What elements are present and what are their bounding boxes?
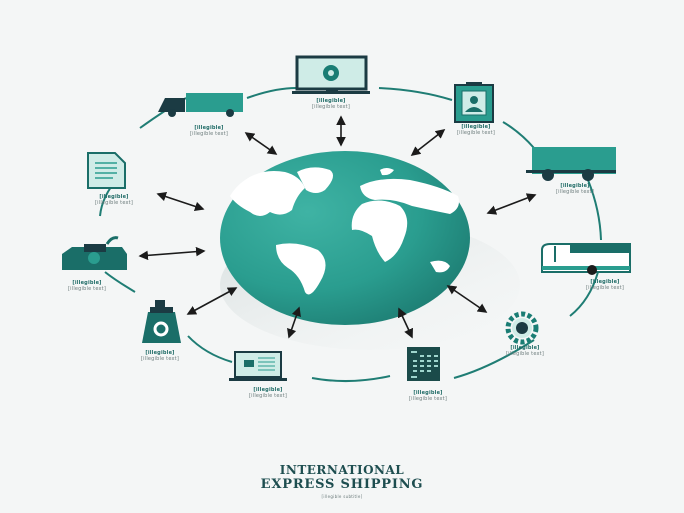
- caption-title: [illegible]: [145, 350, 175, 356]
- delivery-truck-icon: [158, 93, 243, 117]
- caption-calculator: [illegible] [illegible text]: [390, 390, 466, 402]
- subtitle: [illegible subtitle]: [321, 494, 363, 499]
- laptop-icon: [229, 351, 287, 381]
- id-card-clipboard-icon: [454, 82, 494, 123]
- caption-package: [illegible] [illegible text]: [120, 350, 200, 362]
- caption-truck-large: [illegible] [illegible text]: [540, 183, 610, 195]
- package-bag-icon: [142, 300, 181, 343]
- caption-body: [illegible text]: [555, 189, 594, 195]
- caption-body: [illegible text]: [248, 393, 287, 399]
- caption-body: [illegible text]: [408, 396, 447, 402]
- bus-icon: [541, 243, 631, 275]
- caption-computer: [illegible] [illegible text]: [300, 98, 362, 110]
- caption-body: [illegible text]: [67, 286, 106, 292]
- caption-body: [illegible text]: [94, 200, 133, 206]
- caption-title: [illegible]: [413, 390, 443, 396]
- caption-title: [illegible]: [590, 279, 620, 285]
- caption-bus: [illegible] [illegible text]: [570, 279, 640, 291]
- caption-truck-small: [illegible] [illegible text]: [178, 125, 240, 137]
- caption-title: [illegible]: [461, 124, 491, 130]
- document-icon: [87, 152, 126, 189]
- title-block: INTERNATIONAL EXPRESS SHIPPING [illegibl…: [0, 463, 684, 501]
- gear-icon: [505, 311, 539, 345]
- caption-body: [illegible text]: [505, 351, 544, 357]
- caption-title: [illegible]: [99, 194, 129, 200]
- caption-gear: [illegible] [illegible text]: [490, 345, 560, 357]
- title-line-1: INTERNATIONAL: [279, 463, 405, 477]
- calculator-icon: [407, 347, 440, 381]
- scanner-icon: [62, 236, 127, 270]
- caption-title: [illegible]: [253, 387, 283, 393]
- caption-body: [illegible text]: [311, 104, 350, 110]
- caption-title: [illegible]: [72, 280, 102, 286]
- caption-scanner: [illegible] [illegible text]: [52, 280, 122, 292]
- caption-body: [illegible text]: [140, 356, 179, 362]
- caption-document: [illegible] [illegible text]: [72, 194, 156, 206]
- caption-title: [illegible]: [316, 98, 346, 104]
- caption-body: [illegible text]: [189, 131, 228, 137]
- caption-body: [illegible text]: [585, 285, 624, 291]
- caption-body: [illegible text]: [456, 130, 495, 136]
- caption-title: [illegible]: [560, 183, 590, 189]
- caption-clipboard: [illegible] [illegible text]: [447, 124, 505, 136]
- title-line-2: EXPRESS SHIPPING: [260, 477, 424, 492]
- connection-arrows: [138, 115, 537, 339]
- monitor-gear-icon: [292, 55, 370, 94]
- caption-laptop: [illegible] [illegible text]: [228, 387, 308, 399]
- caption-title: [illegible]: [510, 345, 540, 351]
- globe-icon: [220, 151, 470, 325]
- cargo-truck-icon: [526, 147, 616, 181]
- caption-title: [illegible]: [194, 125, 224, 131]
